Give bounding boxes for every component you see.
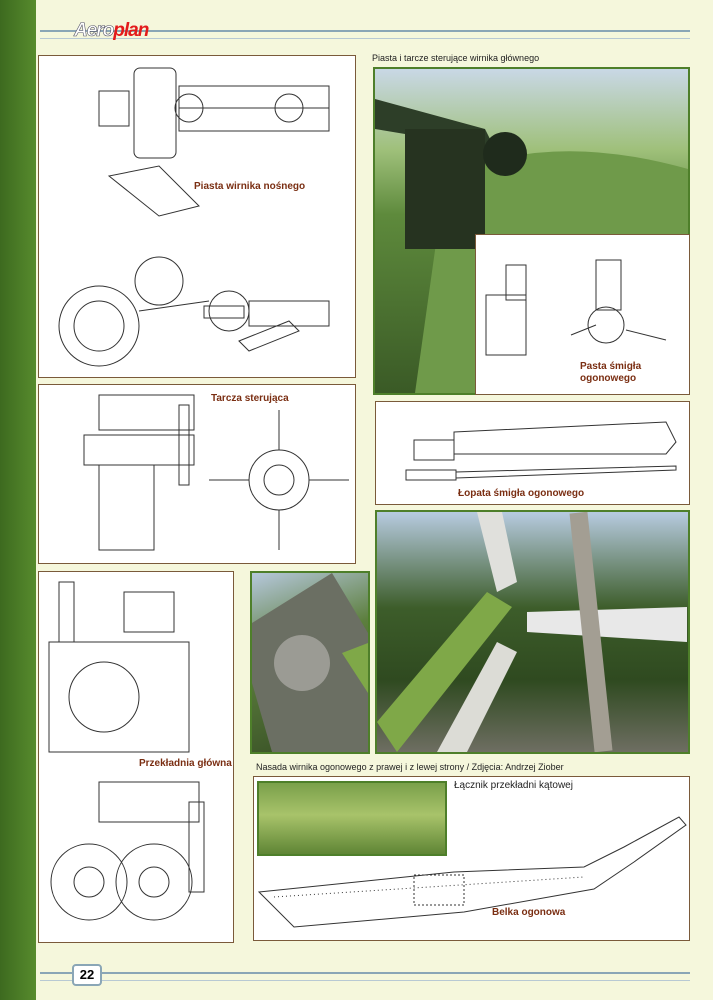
- tail-hub-photos-caption: Nasada wirnika ogonowego z prawej i z le…: [256, 762, 564, 772]
- gearbox-label: Przekładnia główna: [139, 758, 232, 769]
- tail-boom-line-art: [257, 816, 687, 928]
- sidebar-green-bar: [0, 0, 36, 1000]
- tail-boom-drawing: Łącznik przekładni kątowej Belka ogonowa: [253, 776, 690, 941]
- tail-rotor-photo-right: [375, 510, 690, 754]
- swashplate-label: Tarcza sterująca: [211, 393, 289, 404]
- main-gearbox-drawing: Przekładnia główna: [38, 571, 234, 943]
- tail-hub-label-2: ogonowego: [580, 373, 637, 384]
- header-rule: [40, 30, 690, 39]
- angle-gear-label: Łącznik przekładni kątowej: [454, 780, 573, 791]
- gearbox-line-art: [48, 581, 205, 921]
- main-rotor-hub-drawing: Piasta wirnika nośnego: [38, 55, 356, 378]
- tail-blade-line-art: [405, 421, 677, 481]
- hub-line-art: [58, 67, 330, 367]
- tail-blade-drawing: Łopata śmigła ogonowego: [375, 401, 690, 505]
- swashplate-line-art: [83, 394, 349, 551]
- hub-photo-caption: Piasta i tarcze sterujące wirnika główne…: [372, 53, 540, 63]
- tail-blade-label: Łopata śmigła ogonowego: [458, 488, 585, 499]
- tail-rotor-hub-drawing: Pasta śmigła ogonowego: [475, 234, 690, 395]
- tail-rotor-photo-left: [250, 571, 370, 754]
- page-number: 22: [72, 964, 102, 986]
- swashplate-drawing: Tarcza sterująca: [38, 384, 356, 564]
- tail-boom-label: Belka ogonowa: [492, 907, 566, 918]
- magazine-logo: Aeroplan: [74, 20, 150, 42]
- footer-rule: [40, 972, 690, 981]
- tail-hub-label-1: Pasta śmigła: [580, 361, 642, 372]
- main-hub-label: Piasta wirnika nośnego: [194, 181, 306, 192]
- angle-gear-photo: [257, 781, 447, 856]
- tail-hub-line-art: [485, 259, 667, 356]
